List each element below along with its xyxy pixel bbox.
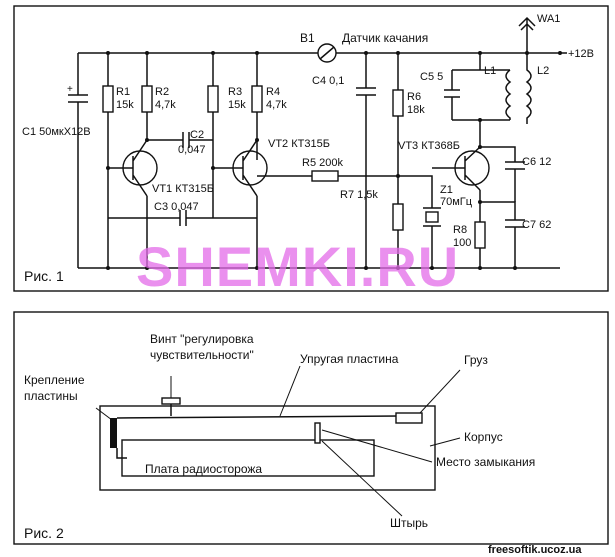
mount-leader bbox=[95, 407, 113, 421]
b1-contact bbox=[319, 46, 335, 60]
contact-pin bbox=[314, 422, 321, 444]
mount-label-2: пластины bbox=[24, 389, 78, 403]
screw-label-2: чувствительности" bbox=[150, 348, 254, 362]
z1-value: 70мГц bbox=[440, 196, 473, 208]
r8-resistor bbox=[474, 221, 486, 249]
vt2-label: VT2 КТ315Б bbox=[268, 138, 330, 150]
r8-value: 100 bbox=[453, 237, 471, 249]
weight-label: Груз bbox=[464, 353, 488, 367]
screw-head-icon bbox=[161, 397, 181, 405]
r3-resistor bbox=[207, 85, 219, 113]
r1-label: R1 bbox=[116, 86, 130, 98]
c2-value: 0,047 bbox=[178, 144, 206, 156]
c6-label: C6 12 bbox=[522, 156, 551, 168]
screw-label-1: Винт "регулировка bbox=[150, 332, 254, 346]
c5-label: C5 5 bbox=[420, 71, 443, 83]
contact-label: Место замыкания bbox=[436, 455, 535, 469]
body-label: Корпус bbox=[464, 430, 503, 444]
r4-label: R4 bbox=[266, 86, 280, 98]
footer-site: freesoftik.ucoz.ua bbox=[488, 544, 582, 556]
junction-dots bbox=[106, 51, 529, 270]
supply-label: +12В bbox=[568, 48, 594, 60]
weight-block bbox=[395, 412, 423, 424]
r1-value: 15k bbox=[116, 99, 134, 111]
c1-plus: + bbox=[67, 84, 73, 95]
r2-label: R2 bbox=[155, 86, 169, 98]
vt3-leads bbox=[432, 146, 481, 191]
z1-leads bbox=[398, 175, 433, 268]
z1-label: Z1 bbox=[440, 184, 453, 196]
r3-value: 15k bbox=[228, 99, 246, 111]
r5-label: R5 200k bbox=[302, 157, 343, 169]
c4-label: C4 0,1 bbox=[312, 75, 344, 87]
c2-label: C2 bbox=[190, 129, 204, 141]
r2-resistor bbox=[141, 85, 153, 113]
vt3-label: VT3 КТ368Б bbox=[398, 140, 460, 152]
c1-capacitor bbox=[68, 53, 88, 268]
figure2-frame bbox=[13, 311, 609, 545]
r7-label: R7 1,5k bbox=[340, 189, 378, 201]
c3-label: C3 0,047 bbox=[154, 201, 199, 213]
r3-label: R3 bbox=[228, 86, 242, 98]
weight-leader bbox=[419, 369, 461, 414]
l2-inductor bbox=[525, 53, 532, 124]
figure2-caption: Рис. 2 bbox=[24, 525, 64, 541]
body-leader bbox=[429, 437, 461, 447]
contact-leader bbox=[321, 429, 433, 463]
z1-plates bbox=[423, 207, 441, 227]
mount-wire bbox=[116, 448, 127, 459]
c7-capacitor bbox=[480, 201, 525, 268]
antenna-icon bbox=[518, 16, 536, 53]
mount-label-1: Крепление bbox=[24, 373, 85, 387]
l2-label: L2 bbox=[537, 65, 549, 77]
watermark: SHEMKI.RU bbox=[136, 235, 459, 298]
elastic-plate bbox=[116, 415, 401, 419]
vt1-leads bbox=[108, 139, 148, 268]
sensor-label: Датчик качания bbox=[342, 31, 428, 45]
c6-capacitor bbox=[480, 146, 525, 202]
pin-label: Штырь bbox=[390, 516, 428, 530]
c3-capacitor bbox=[179, 210, 187, 226]
r6-resistor bbox=[392, 89, 404, 117]
c7-label: C7 62 bbox=[522, 219, 551, 231]
wa1-label: WA1 bbox=[537, 13, 560, 25]
board-label: Плата радиосторожа bbox=[145, 462, 262, 476]
r8-label: R8 bbox=[453, 224, 467, 236]
plate-leader bbox=[279, 365, 301, 417]
c1-label: C1 50мкХ12В bbox=[22, 126, 91, 138]
l1-label: L1 bbox=[484, 65, 496, 77]
r1-resistor bbox=[102, 85, 114, 113]
r4-value: 4,7k bbox=[266, 99, 287, 111]
r6-value: 18k bbox=[407, 104, 425, 116]
c4-capacitor bbox=[356, 53, 376, 268]
r2-value: 4,7k bbox=[155, 99, 176, 111]
plate-mount bbox=[110, 418, 117, 448]
r6-label: R6 bbox=[407, 91, 421, 103]
b1-label: B1 bbox=[300, 31, 315, 45]
l1-inductor bbox=[505, 69, 512, 120]
vt1-label: VT1 КТ315Б bbox=[152, 183, 214, 195]
c2-capacitor bbox=[182, 132, 190, 148]
z1-crystal bbox=[425, 211, 439, 223]
figure1-caption: Рис. 1 bbox=[24, 268, 64, 284]
housing-body bbox=[99, 405, 436, 491]
r4-resistor bbox=[251, 85, 263, 113]
r5-resistor bbox=[311, 170, 339, 182]
vt2-leads bbox=[213, 139, 258, 268]
plate-label: Упругая пластина bbox=[300, 352, 399, 366]
pin-leader bbox=[321, 440, 403, 517]
r7-resistor bbox=[392, 203, 404, 231]
